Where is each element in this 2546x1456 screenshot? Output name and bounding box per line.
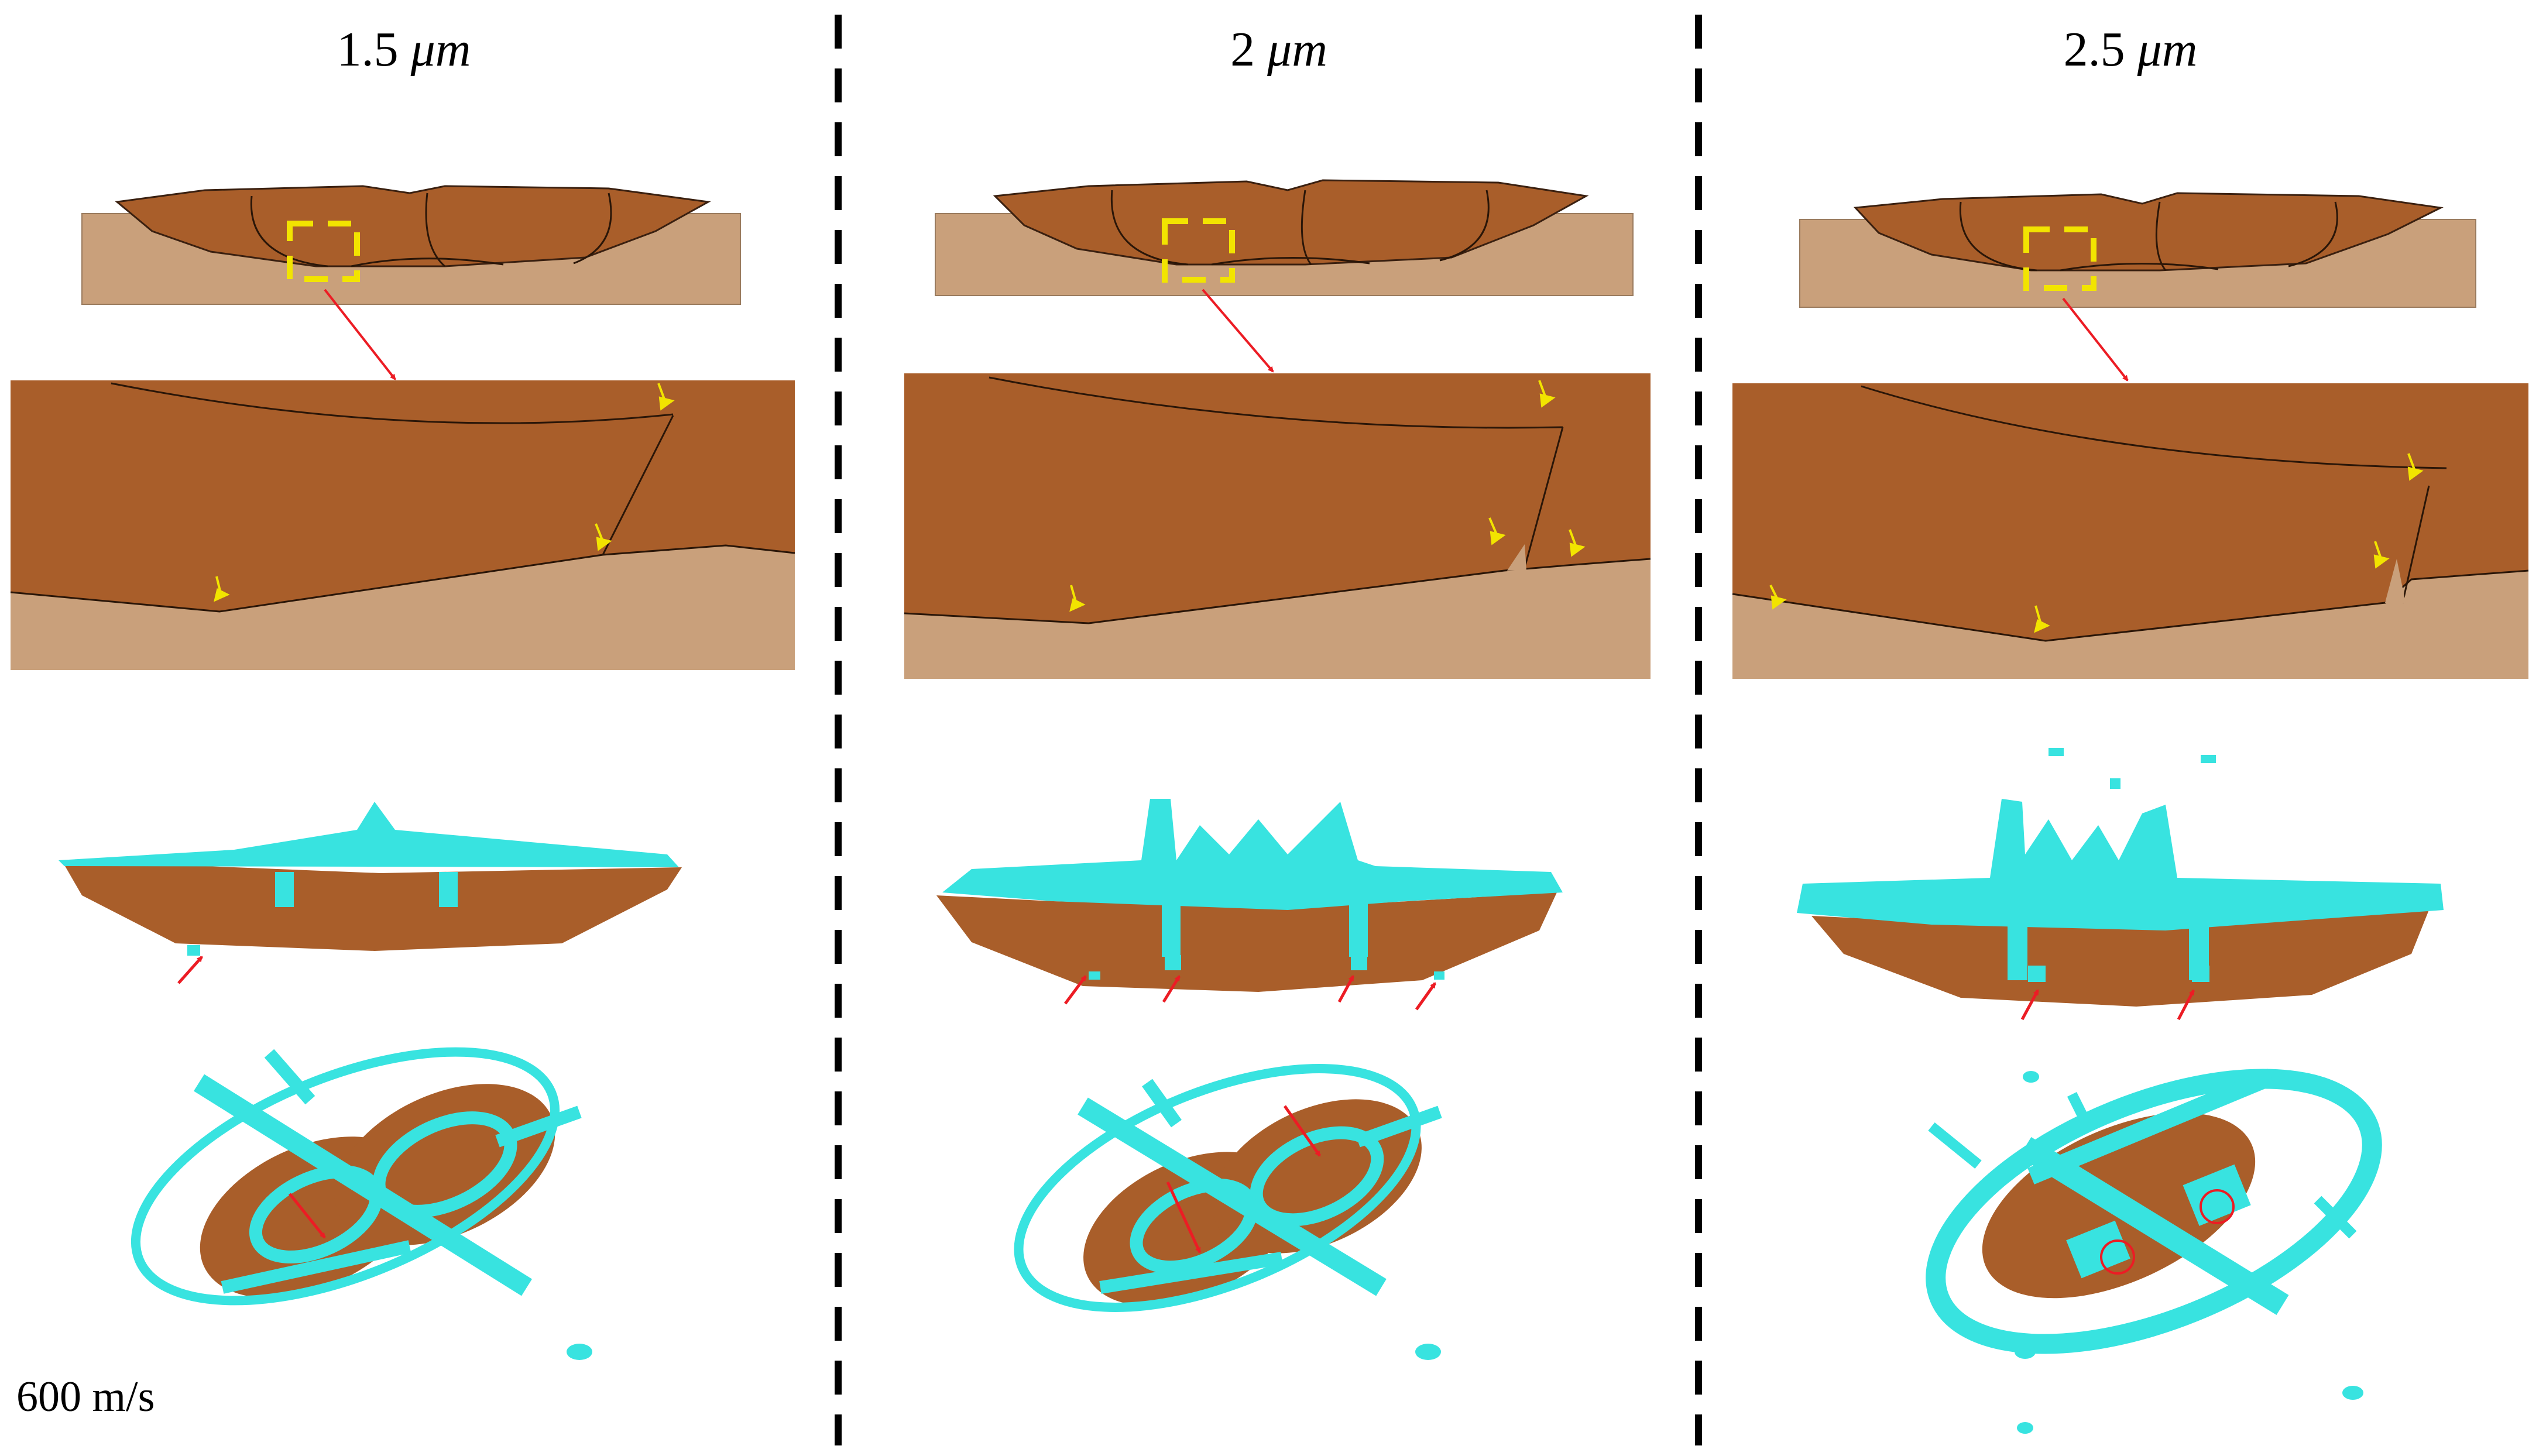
red-arrow: [2177, 989, 2195, 1021]
red-arrow: [1337, 975, 1355, 1003]
3d-side-view: [1797, 748, 2444, 1007]
red-arrow: [177, 956, 203, 984]
crack-marker: [1069, 380, 1586, 612]
column-title-2: 2 μm: [898, 21, 1659, 78]
3d-side-view: [59, 802, 682, 956]
red-arrow: [1166, 1181, 1202, 1254]
size-value: 1.5: [337, 22, 399, 77]
size-unit: μm: [410, 22, 471, 77]
3d-top-view: [131, 1047, 592, 1360]
zoom-arrow: [1202, 289, 1274, 373]
red-arrow: [1415, 982, 1437, 1011]
3d-top-view: [1926, 1069, 2382, 1434]
size-unit: μm: [2137, 22, 2198, 77]
crack-marker: [1769, 453, 2424, 633]
zoom-arrow: [324, 289, 396, 380]
red-arrow: [1283, 1105, 1322, 1157]
column-title-1: 1.5 μm: [23, 21, 784, 78]
cross-section-overview: [1799, 192, 2476, 308]
cross-section-overview: [935, 179, 1634, 296]
cross-section-zoom: [904, 373, 1651, 679]
size-value: 2: [1230, 22, 1255, 77]
cross-section-overview: [81, 185, 741, 305]
impact-velocity-label: 600 m/s: [16, 1373, 155, 1421]
cross-section-zoom: [1732, 383, 2529, 679]
red-arrow: [289, 1193, 326, 1239]
crack-marker: [214, 383, 675, 602]
zoom-arrow: [2062, 297, 2129, 382]
3d-top-view: [1014, 1064, 1442, 1360]
size-value: 2.5: [2063, 22, 2125, 77]
3d-side-view: [936, 799, 1563, 992]
red-arrow: [1063, 975, 1087, 1005]
cross-section-zoom: [10, 380, 795, 670]
red-arrow: [2020, 989, 2040, 1021]
column-title-3: 2.5 μm: [1750, 21, 2511, 78]
red-arrow: [1162, 975, 1181, 1003]
size-unit: μm: [1267, 22, 1327, 77]
